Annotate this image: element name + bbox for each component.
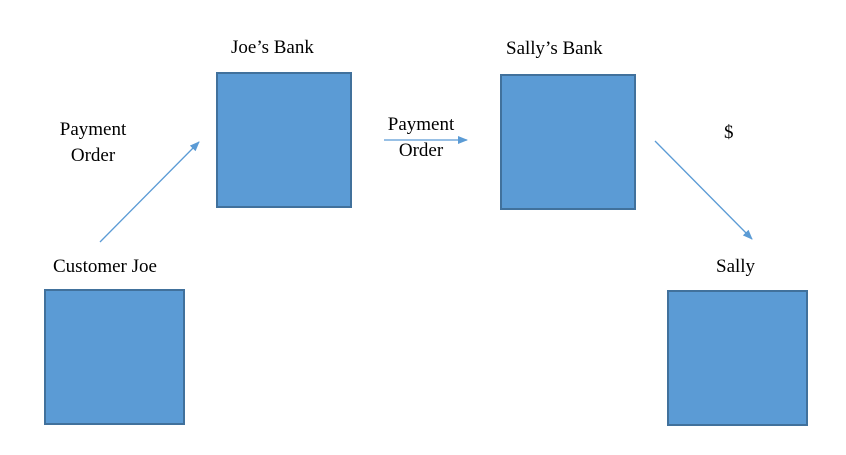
sallys-bank-box	[500, 74, 636, 210]
sally-box	[667, 290, 808, 426]
payment-order-label-1-line2: Order	[70, 145, 116, 166]
joes-bank-box	[216, 72, 352, 208]
sallys-bank-label: Sally’s Bank	[506, 38, 603, 59]
dollar-label: $	[724, 122, 734, 143]
payment-order-label-2-line2: Order	[398, 140, 444, 161]
payment-order-label-2: Payment Order	[376, 112, 466, 164]
payment-order-label-1: Payment Order	[48, 117, 138, 169]
customer-joe-label: Customer Joe	[53, 256, 157, 277]
arrow-bank-to-sally	[654, 140, 753, 240]
joes-bank-label: Joe’s Bank	[231, 37, 314, 58]
payment-order-label-2-line1: Payment	[387, 114, 455, 135]
sally-label: Sally	[716, 256, 756, 277]
customer-joe-box	[44, 289, 185, 425]
payment-order-label-1-line1: Payment	[59, 119, 127, 140]
arrow-joe-to-bank	[99, 141, 200, 243]
